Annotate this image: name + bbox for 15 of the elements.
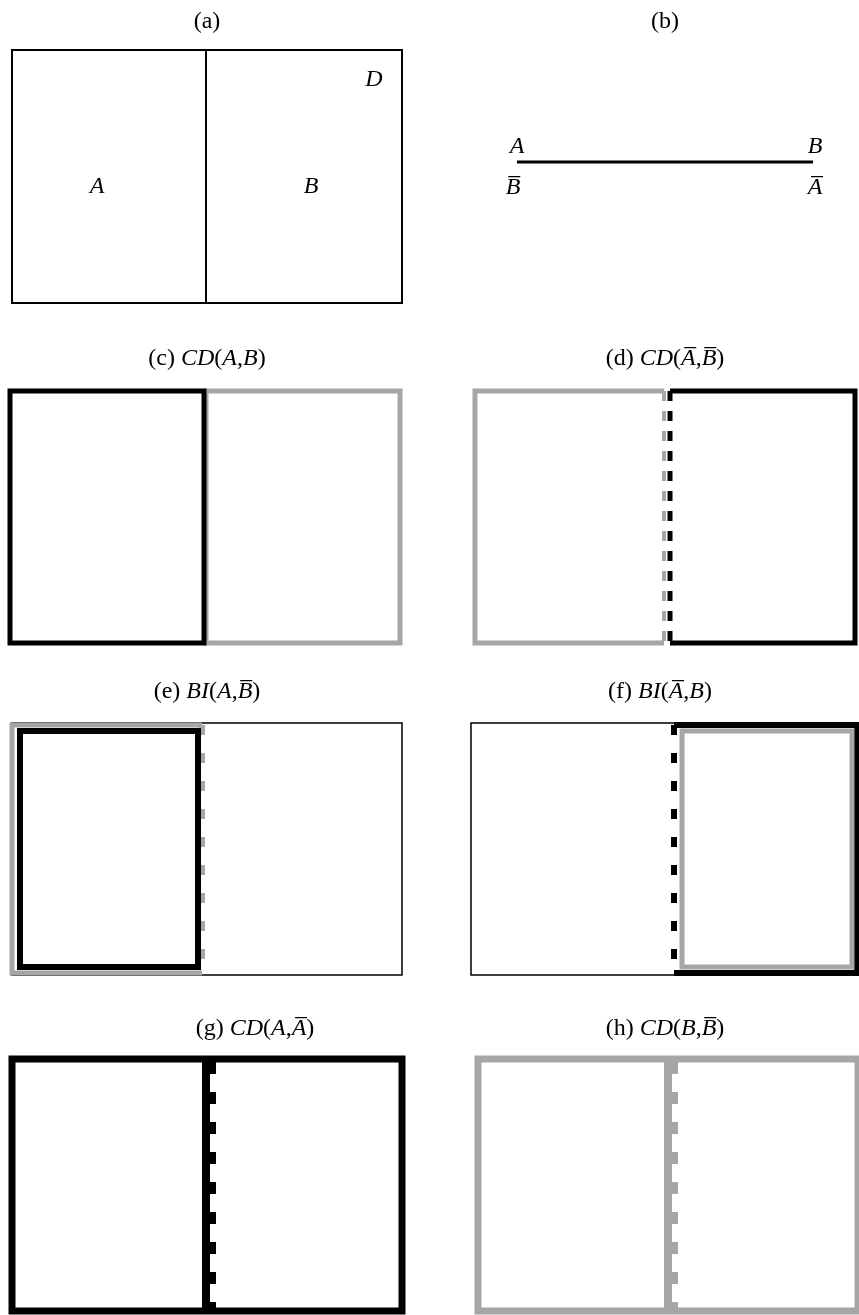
panel-title: (d) CD(A̅,B̅) bbox=[605, 342, 725, 372]
panel-title: (c) CD(A,B) bbox=[148, 342, 266, 372]
region-label: A bbox=[89, 170, 105, 200]
region-label: D bbox=[365, 63, 383, 93]
panel-title: (f) BI(A̅,B) bbox=[608, 675, 712, 705]
endpoint-label: B bbox=[807, 130, 823, 160]
panel-title: (g) CD(A,A̅) bbox=[195, 1012, 315, 1042]
panel-label: (a) bbox=[193, 5, 221, 35]
endpoint-label: A bbox=[509, 130, 525, 160]
region-label: B bbox=[303, 170, 319, 200]
endpoint-label: B̅ bbox=[505, 171, 521, 201]
panel-title: (e) BI(A,B̅) bbox=[153, 675, 261, 705]
panel-title: (h) CD(B,B̅) bbox=[605, 1012, 725, 1042]
panel-label: (b) bbox=[651, 5, 679, 35]
endpoint-label: A̅ bbox=[807, 171, 823, 201]
